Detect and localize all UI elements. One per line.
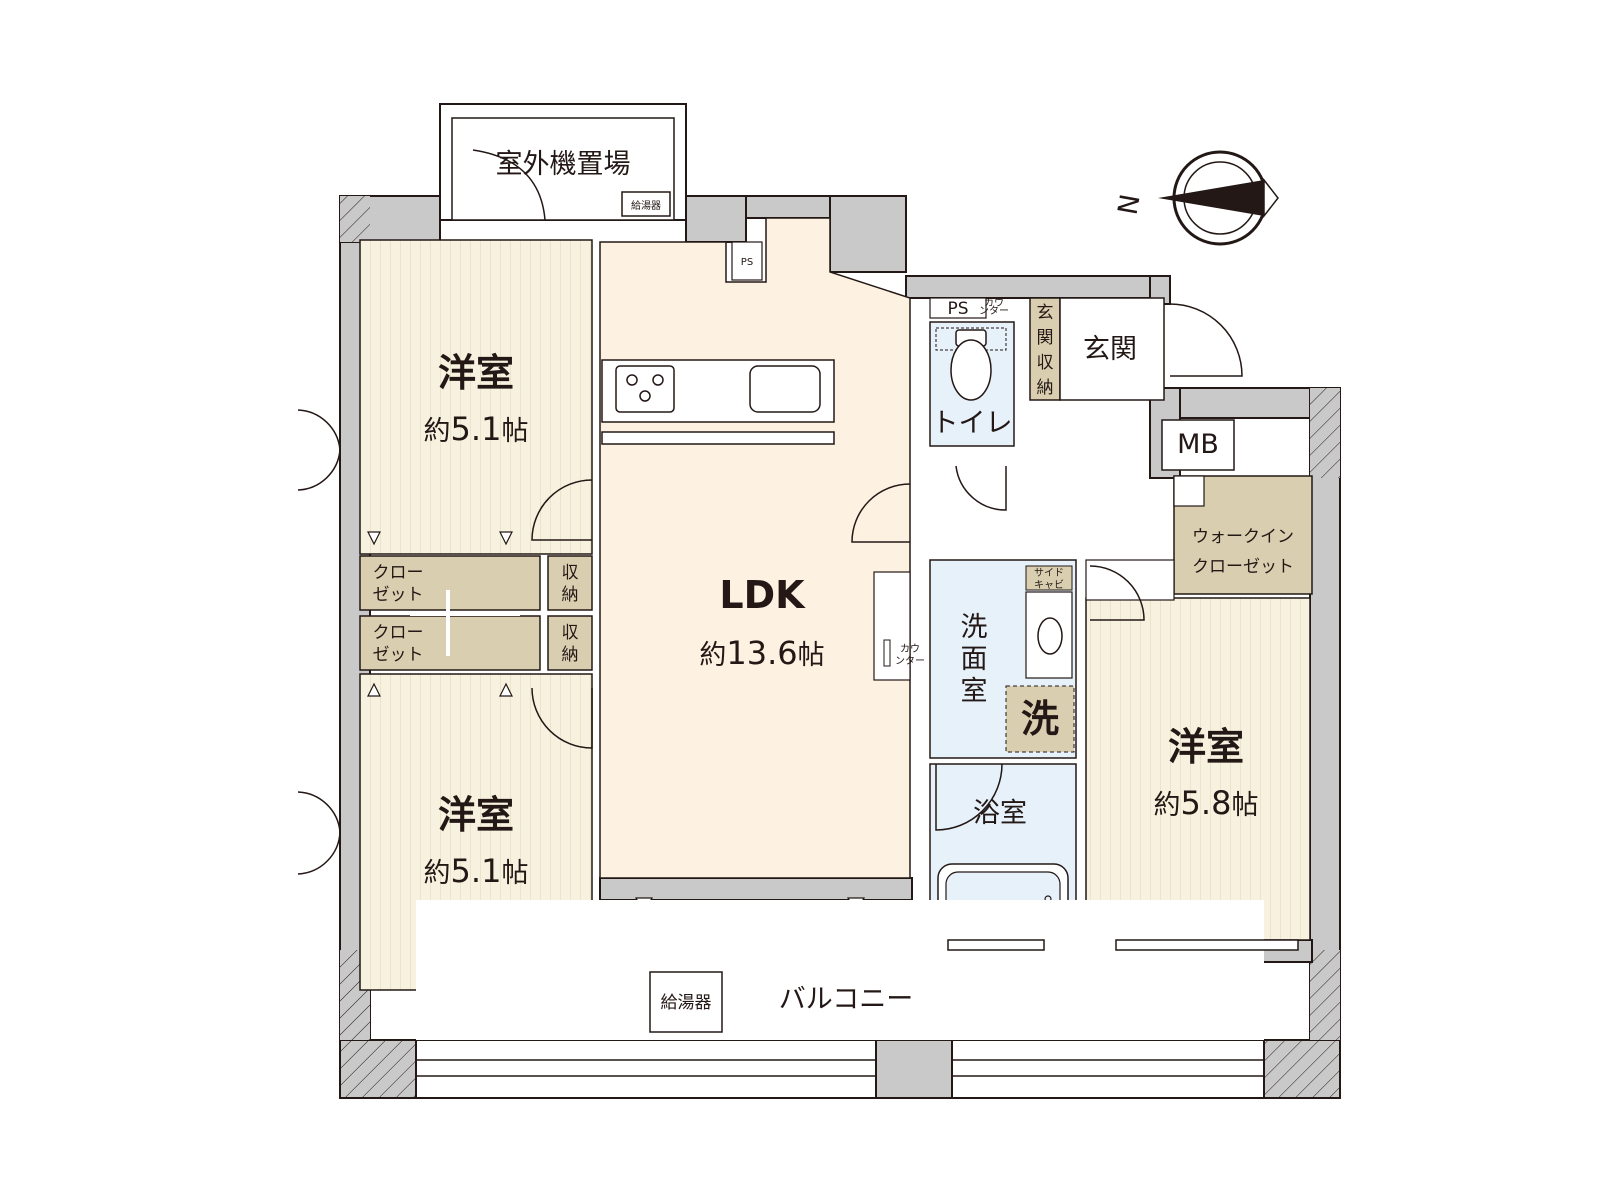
ldk-counter-line1: カウ [900,643,920,655]
compass-needle [1158,180,1264,216]
room-size: 約5.1帖 [424,852,529,890]
water-heater-balcony-label: 給湯器 [661,993,712,1013]
balcony: 給湯器 バルコニー [416,900,1299,1040]
entrance-storage-4: 納 [1037,378,1054,398]
storage-upper-line2: 納 [562,585,579,605]
western-room-top-left: 洋室 約5.1帖 [297,239,593,555]
bathroom-label: 浴室 [973,798,1027,829]
side-cabinet-line2: キャビ [1034,579,1064,591]
right-room-door [1089,565,1145,621]
toilet-label: トイレ [932,408,1013,439]
entrance-label: 玄関 [1083,334,1137,365]
closet-lower-line1: クロー [373,623,424,643]
ldk-name: LDK [719,573,806,617]
compass: N [1113,150,1279,246]
window-door-top-left [297,409,341,491]
walk-in-closet: PS ウォークイン クローゼット [1173,475,1313,657]
washroom-line1: 洗 [961,612,988,643]
washroom-line3: 室 [961,676,988,707]
ldk-door [851,483,911,543]
outdoor-unit-area: 室外機置場 給湯器 [439,103,687,221]
ldk-size: 約13.6帖 [699,634,824,672]
storage-lower-line2: 納 [562,645,579,665]
toilet-counter-line1: カウ [984,297,1004,309]
closet-upper-line1: クロー [373,563,424,583]
toilet: PS カウ ンター トイレ [929,297,1015,511]
bathroom-door [935,763,1003,831]
door-bottom-left [531,687,593,749]
door-top-left [531,479,593,541]
ps-ldk-label: PS [741,257,753,268]
room-name: 洋室 [1168,725,1244,769]
wic-line1: ウォークイン [1192,527,1294,547]
ldk-counter-line2: ンター [895,655,925,667]
room-size: 約5.1帖 [424,410,529,448]
outdoor-unit-label: 室外機置場 [496,149,631,180]
entrance: 玄 関 収 納 玄関 MB [1029,297,1243,471]
storage-upper-line1: 収 [562,563,579,583]
room-size: 約5.8帖 [1154,784,1259,822]
ps-toilet-label: PS [947,299,968,319]
toilet-door [955,465,1007,511]
entrance-door [1169,303,1243,377]
ldk: PS LDK 約13.6帖 カウ ンター [599,217,925,914]
meter-box-label: MB [1177,429,1219,460]
closet-lower-line2: ゼット [373,645,424,665]
room-name: 洋室 [438,793,514,837]
window-door-bottom-left [297,791,341,875]
washroom-line2: 面 [961,644,988,675]
side-cabinet-line1: サイド [1034,567,1064,579]
entrance-storage-3: 収 [1037,353,1054,373]
room-name: 洋室 [438,351,514,395]
washroom: サイド キャビ 洗 面 室 洗 [929,559,1077,759]
western-room-right: 洋室 約5.8帖 [1085,559,1311,941]
outdoor-door-arc [472,149,546,221]
storage-lower-line1: 収 [562,623,579,643]
closet-upper-line2: ゼット [373,585,424,605]
washer-label: 洗 [1021,697,1059,741]
wic-line2: クローゼット [1192,557,1294,577]
compass-north-label: N [1113,192,1147,217]
entrance-storage-2: 関 [1037,328,1054,348]
water-heater-top-label: 給湯器 [631,199,661,212]
closets: クロー ゼット クロー ゼット 収 納 収 納 [359,531,620,697]
entrance-storage-1: 玄 [1037,303,1054,323]
balcony-label: バルコニー [779,984,913,1015]
toilet-counter-line2: ンター [979,305,1009,317]
